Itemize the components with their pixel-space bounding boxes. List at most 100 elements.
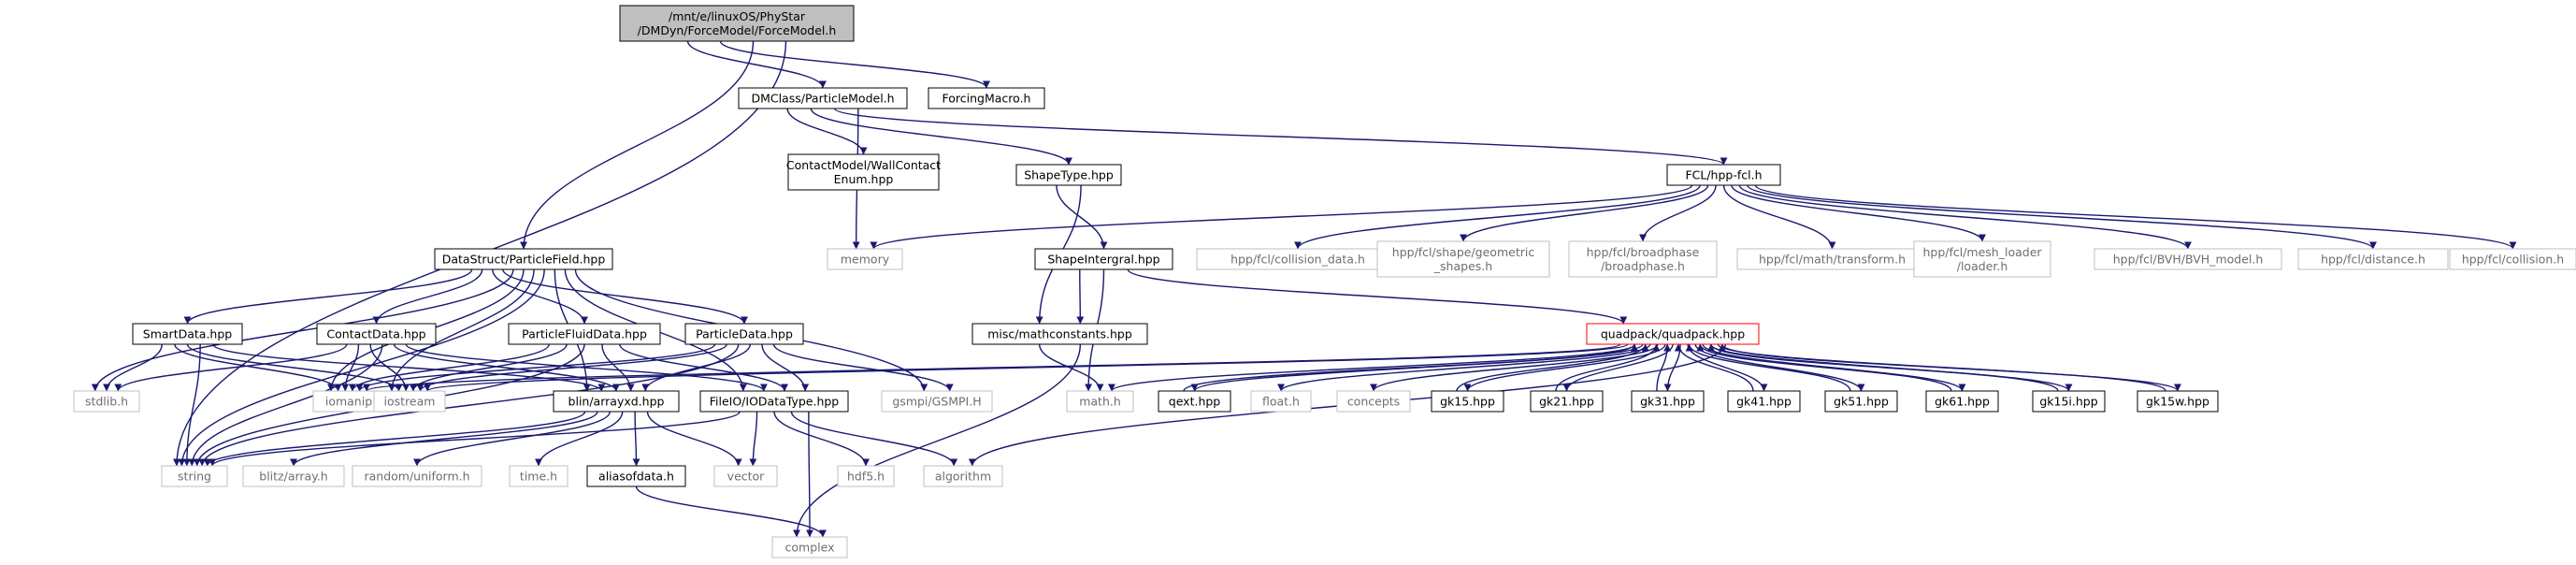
file-node-gk15w[interactable]: gk15w.hpp [2137, 390, 2219, 413]
file-node-iostream: iostream [373, 390, 446, 413]
node-label: gsmpi/GSMPI.H [892, 395, 981, 409]
file-node-mathconstants[interactable]: misc/mathconstants.hpp [971, 323, 1148, 345]
node-label: hpp/fcl/shape/geometric [1392, 245, 1535, 259]
file-node-aliasofdata[interactable]: aliasofdata.h [586, 465, 686, 487]
edge-aliasofdata-to-complex [635, 485, 827, 538]
edge-shape-integral-to-mathconstants [1076, 268, 1085, 325]
file-node-time-h: time.h [509, 465, 568, 487]
node-box [1631, 390, 1705, 413]
file-node-shape-type[interactable]: ShapeType.hpp [1015, 164, 1122, 186]
file-node-shape-integral[interactable]: ShapeIntergral.hpp [1034, 248, 1173, 270]
node-box [1824, 390, 1898, 413]
file-node-particle-model[interactable]: DMClass/ParticleModel.h [738, 87, 908, 109]
file-node-gk31[interactable]: gk31.hpp [1631, 390, 1705, 413]
file-node-gk41[interactable]: gk41.hpp [1727, 390, 1801, 413]
edge-quadpack-to-iostream [424, 343, 1629, 392]
file-node-fcl[interactable]: FCL/hpp-fcl.h [1666, 164, 1781, 186]
node-box [837, 465, 895, 487]
file-node-gk51[interactable]: gk51.hpp [1824, 390, 1898, 413]
node-label: ShapeType.hpp [1024, 168, 1114, 182]
edge-shape-integral-to-quadpack [1127, 268, 1628, 325]
file-node-transform: hpp/fcl/math/transform.h [1736, 248, 1928, 270]
edge-quadpack-to-iomanip [363, 343, 1621, 392]
node-box [586, 465, 686, 487]
edge-particle-data-to-iodatatype [761, 343, 810, 392]
file-node-collision-data: hpp/fcl/collision_data.h [1196, 248, 1400, 270]
edge-contact-data-to-iomanip [341, 343, 360, 392]
node-box [619, 5, 855, 42]
node-box [1250, 390, 1312, 413]
node-box [713, 465, 778, 487]
file-node-quadpack[interactable]: quadpack/quadpack.hpp [1586, 323, 1760, 345]
edge-iodatatype-to-algorithm [790, 411, 958, 467]
file-node-arrayxd[interactable]: blin/arrayxd.hpp [553, 390, 680, 413]
file-node-distance: hpp/fcl/distance.h [2297, 248, 2449, 270]
file-node-particle-data[interactable]: ParticleData.hpp [684, 323, 804, 345]
edge-arrayxd-to-aliasofdata [632, 411, 640, 467]
edge-particle-data-to-arrayxd [641, 343, 751, 392]
node-label: vector [727, 470, 766, 484]
node-label: DMClass/ParticleModel.h [751, 92, 894, 106]
file-node-particle-fluid-data[interactable]: ParticleFluidData.hpp [508, 323, 661, 345]
edge-quadpack-to-gk15 [1463, 343, 1666, 392]
edge-fcl-to-collision [1754, 184, 2517, 250]
edge-gk15-to-quadpack [1456, 343, 1649, 392]
file-node-contact-data[interactable]: ContactData.hpp [316, 323, 437, 345]
node-box [1015, 164, 1122, 186]
node-box [1066, 390, 1134, 413]
node-box [2137, 390, 2219, 413]
node-label: gk15i.hpp [2039, 395, 2097, 409]
edge-arrayxd-to-vector [646, 411, 742, 467]
file-node-qext[interactable]: qext.hpp [1158, 390, 1231, 413]
node-label: hpp/fcl/math/transform.h [1759, 253, 1906, 267]
edge-smart-data-to-string [182, 343, 201, 467]
edge-gk21-to-quadpack [1555, 343, 1661, 392]
node-label: gk21.hpp [1539, 395, 1594, 409]
node-label: hpp/fcl/collision_data.h [1230, 253, 1365, 267]
node-box [684, 323, 804, 345]
node-box [1666, 164, 1781, 186]
file-node-gk61[interactable]: gk61.hpp [1925, 390, 1999, 413]
file-node-forcing-macro[interactable]: ForcingMacro.h [928, 87, 1045, 109]
node-label: /broadphase.h [1601, 259, 1685, 273]
edge-smart-data-to-arrayxd [212, 343, 606, 392]
node-box [553, 390, 680, 413]
node-label: SmartData.hpp [143, 327, 232, 341]
edge-quadpack-to-float-h [1277, 343, 1651, 392]
node-label: _shapes.h [1433, 259, 1492, 273]
node-label: DataStruct/ParticleField.hpp [442, 253, 606, 267]
file-node-iodatatype[interactable]: FileIO/IODataType.hpp [699, 390, 849, 413]
edge-fcl-to-bvh-model [1738, 184, 2192, 250]
file-node-gk15i[interactable]: gk15i.hpp [2032, 390, 2106, 413]
file-node-root[interactable]: /mnt/e/linuxOS/PhyStar/DMDyn/ForceModel/… [619, 5, 855, 42]
edge-arrayxd-to-string [203, 411, 586, 467]
node-label: gk31.hpp [1640, 395, 1695, 409]
file-node-smart-data[interactable]: SmartData.hpp [132, 323, 243, 345]
file-node-stdlib: stdlib.h [73, 390, 140, 413]
edge-particle-model-to-fcl [833, 108, 1728, 166]
node-label: string [178, 470, 211, 484]
edge-mathconstants-to-math-h [1038, 343, 1104, 392]
edge-particle-field-to-stdlib [91, 268, 514, 392]
edge-gk15i-to-quadpack [1707, 343, 2059, 392]
node-box [373, 390, 446, 413]
edge-gk15w-to-quadpack [1718, 343, 2166, 392]
edge-root-to-particle-field [520, 40, 755, 250]
node-box [434, 248, 613, 270]
file-node-gsmpi: gsmpi/GSMPI.H [881, 390, 993, 413]
edge-mathconstants-to-complex [793, 343, 1082, 538]
node-box [2032, 390, 2106, 413]
edge-gk61-to-quadpack [1696, 343, 1952, 392]
edge-iodatatype-to-hdf5 [773, 411, 870, 467]
edge-fcl-to-distance [1747, 184, 2377, 250]
node-label: gk15w.hpp [2146, 395, 2209, 409]
file-node-broadphase: hpp/fcl/broadphase/broadphase.h [1568, 240, 1718, 278]
file-node-gk15[interactable]: gk15.hpp [1431, 390, 1504, 413]
file-node-particle-field[interactable]: DataStruct/ParticleField.hpp [434, 248, 613, 270]
edge-root-to-particle-model [686, 40, 827, 89]
edge-particle-field-to-string [178, 268, 545, 467]
node-label: FileIO/IODataType.hpp [710, 395, 840, 409]
file-node-gk21[interactable]: gk21.hpp [1530, 390, 1604, 413]
